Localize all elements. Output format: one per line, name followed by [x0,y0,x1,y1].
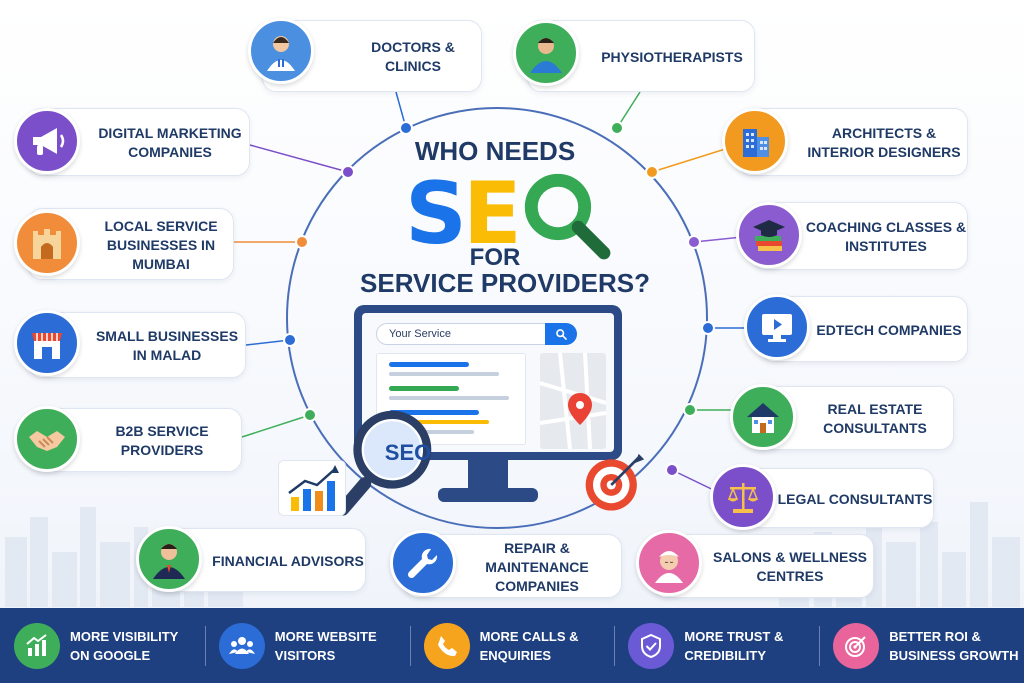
seo-magnifier-o-icon [524,173,611,260]
benefit-visibility: MORE VISIBILITY ON GOOGLE [0,608,205,683]
connector-dot-3 [645,165,659,179]
wrench-icon [390,530,456,596]
connector-dot-2 [341,165,355,179]
connector-line-8 [241,414,311,438]
bar-chart-icon [288,465,339,511]
target-dart-icon [585,453,645,511]
benefit-calls: MORE CALLS & ENQUIRIES [409,608,615,683]
card-label: REPAIR & MAINTENANCE COMPANIES [485,539,589,594]
ring-circle [286,107,708,529]
megaphone-icon [14,108,80,174]
handshake-icon [14,406,80,472]
card-label: EDTECH COMPANIES [816,321,962,338]
card-label: LOCAL SERVICE BUSINESSES IN MUMBAI [104,217,218,272]
connector-dot-0 [399,121,413,135]
benefit-label: BETTER ROI & BUSINESS GROWTH [889,628,1019,663]
seo-wordmark: S E [405,164,625,264]
seo-letter-s: S [405,164,467,264]
shield-check-icon [628,622,675,669]
benefit-label: MORE WEBSITE VISITORS [274,628,377,663]
users-icon [218,622,265,669]
connector-dot-9 [683,403,697,417]
benefit-roi: BETTER ROI & BUSINESS GROWTH [819,608,1024,683]
card-label: DIGITAL MARKETING COMPANIES [98,125,242,160]
scales-icon [710,464,776,530]
monitor-screen: Your Service [362,313,614,452]
card-digital-marketing: DIGITAL MARKETING COMPANIES [28,108,250,176]
benefit-visitors: MORE WEBSITE VISITORS [204,608,410,683]
connector-line-2 [249,144,349,173]
search-results-card [376,353,526,445]
card-label: REAL ESTATE CONSULTANTS [823,401,927,436]
seo-magnifier-label: SEO [384,440,432,465]
monitor-neck [468,460,508,490]
seo-magnifier-icon [336,410,432,516]
connector-dot-5 [687,235,701,249]
card-label: PHYSIOTHERAPISTS [601,48,743,65]
physiotherapist-icon [513,20,579,86]
phone-icon [423,622,470,669]
connector-dot-6 [283,333,297,347]
connector-dot-10 [665,463,679,477]
title-service-providers: SERVICE PROVIDERS? [360,268,650,298]
title-for: FOR [469,244,521,271]
advisor-icon [136,526,202,592]
benefit-label: MORE TRUST & CREDIBILITY [684,628,784,663]
video-monitor-icon [744,294,810,360]
connector-dot-8 [303,408,317,422]
card-label: SALONS & WELLNESS CENTRES [712,549,867,584]
graduation-books-icon [736,202,802,268]
connector-dot-1 [610,121,624,135]
card-label: LEGAL CONSULTANTS [777,490,933,507]
gateway-monument-icon [14,210,80,276]
seo-letter-e: E [463,164,522,264]
map-panel [540,353,606,449]
monitor: Your Service [354,305,622,460]
shop-icon [14,310,80,376]
doctor-icon [248,18,314,84]
growth-chart-card [278,460,346,516]
card-label: COACHING CLASSES & INSTITUTES [805,219,967,254]
card-label: ARCHITECTS & INTERIOR DESIGNERS [807,125,961,160]
monitor-base [438,488,538,502]
connector-line-1 [616,91,641,129]
search-bar-text: Your Service [389,328,451,340]
house-icon [730,384,796,450]
connector-dot-7 [701,321,715,335]
search-button-icon[interactable] [545,323,577,345]
connector-line-6 [245,339,291,346]
building-icon [722,108,788,174]
target-icon [833,622,880,669]
title-who-needs: WHO NEEDS [414,136,576,166]
benefit-trust: MORE TRUST & CREDIBILITY [614,608,819,683]
salon-icon [636,530,702,596]
connector-dot-4 [295,235,309,249]
benefit-label: MORE CALLS & ENQUIRIES [479,628,579,663]
benefit-label: MORE VISIBILITY ON GOOGLE [70,628,179,663]
map-pin-icon [540,353,606,449]
growth-chart-icon [14,622,60,669]
benefits-bar: MORE VISIBILITY ON GOOGLE MORE WEBSITE V… [0,608,1024,683]
card-label: SMALL BUSINESSES IN MALAD [95,328,239,363]
card-label: FINANCIAL ADVISORS [212,552,364,569]
card-label: B2B SERVICE PROVIDERS [115,423,209,458]
card-label: DOCTORS & CLINICS [371,39,455,74]
search-bar[interactable]: Your Service [376,323,577,345]
